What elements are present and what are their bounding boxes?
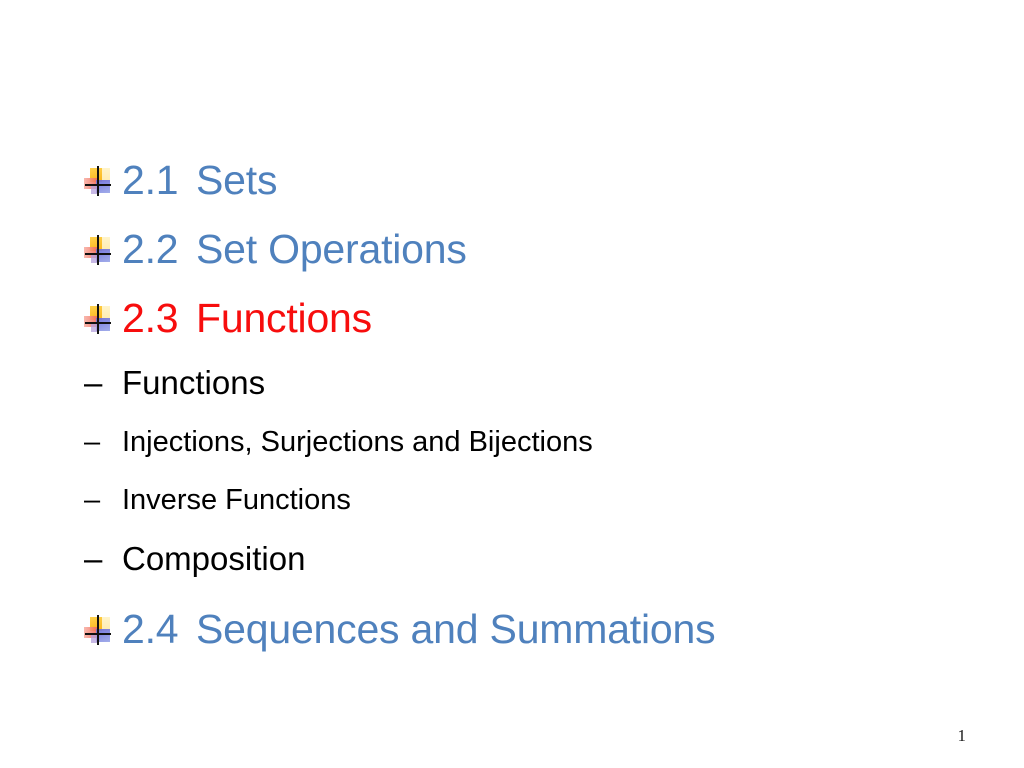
outline-subitem-label: Composition <box>122 540 306 577</box>
outline-item-number: 2.3 <box>122 295 179 341</box>
outline-subitem-functions[interactable]: – Functions <box>84 353 964 413</box>
outline-item-label: Set Operations <box>196 226 467 272</box>
outline-item-2-3[interactable]: 2.3 Functions <box>84 284 964 353</box>
outline-item-label: Sets <box>196 157 278 203</box>
dash-bullet-icon: – <box>84 364 103 401</box>
dash-bullet-icon: – <box>84 426 101 458</box>
outline-item-number: 2.1 <box>122 157 179 203</box>
outline-item-label: Sequences and Summations <box>196 606 716 652</box>
outline-item-number: 2.4 <box>122 606 179 652</box>
outline-item-2-4[interactable]: 2.4 Sequences and Summations <box>84 595 964 664</box>
outline-item-2-1[interactable]: 2.1 Sets <box>84 146 964 215</box>
outline-item-2-2[interactable]: 2.2 Set Operations <box>84 215 964 284</box>
dash-bullet-icon: – <box>84 484 101 516</box>
outline-list: 2.1 Sets 2.2 Set Operations <box>84 146 964 664</box>
outline-subitem-label: Functions <box>122 364 266 401</box>
page-number: 1 <box>957 726 967 745</box>
outline-subitem-inverse-functions[interactable]: – Inverse Functions <box>84 471 964 529</box>
outline-subitem-label: Inverse Functions <box>122 484 351 516</box>
dash-bullet-icon: – <box>84 540 103 577</box>
outline-subitem-label: Injections, Surjections and Bijections <box>122 426 593 458</box>
outline-subitem-injections-surjections-bijections[interactable]: – Injections, Surjections and Bijections <box>84 413 964 471</box>
outline-item-label: Functions <box>196 295 372 341</box>
outline-subitem-composition[interactable]: – Composition <box>84 529 964 589</box>
outline-item-number: 2.2 <box>122 226 179 272</box>
